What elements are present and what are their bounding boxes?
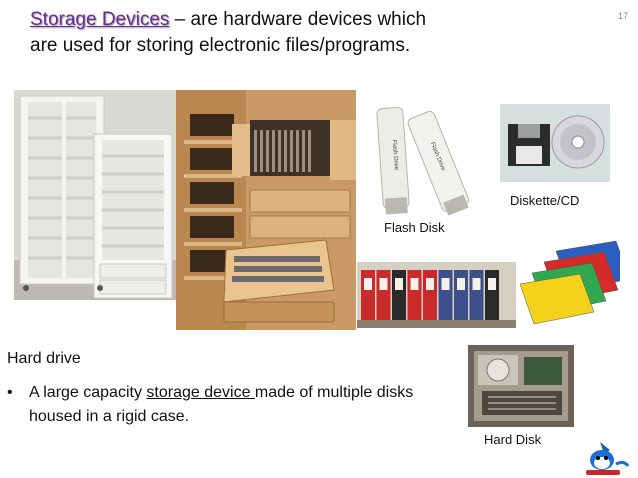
binder <box>361 270 375 320</box>
storage-device-link[interactable]: storage device <box>146 384 255 401</box>
caption-diskette-cd: Diskette/CD <box>510 193 580 208</box>
binder <box>407 270 422 320</box>
title-term[interactable]: Storage Devices <box>30 9 170 30</box>
binder-label <box>472 278 481 290</box>
folder <box>519 273 595 325</box>
cd-rack-photo <box>14 90 176 300</box>
flash-label-left: Flash Drive <box>391 140 399 171</box>
binder <box>438 270 453 320</box>
binder <box>392 270 406 320</box>
binder <box>376 270 391 320</box>
binder <box>423 270 437 320</box>
caption-flash-disk: Flash Disk <box>384 220 445 235</box>
binder <box>485 270 499 320</box>
folders-photo <box>516 238 620 330</box>
binder-label <box>457 278 465 290</box>
bullet-text: A large capacity storage device made of … <box>29 381 457 429</box>
bullet-text-start: A large capacity <box>29 384 147 401</box>
bullet-mark: • <box>7 384 13 401</box>
binder-label <box>488 278 496 290</box>
title-rest: – are hardware devices which are used fo… <box>30 9 427 56</box>
binder <box>454 270 468 320</box>
flash-drive-photo: Flash Drive Flash Drive <box>372 100 482 216</box>
binder-label <box>395 278 403 290</box>
binder-label <box>426 278 434 290</box>
hard-disk-photo <box>468 345 574 427</box>
binders-photo <box>357 262 530 328</box>
diskette-cd-photo <box>500 104 610 182</box>
binder-label <box>364 278 372 290</box>
binder-label <box>379 278 388 290</box>
hard-drive-bullet: • A large capacity storage device made o… <box>7 381 457 429</box>
mascot-logo <box>580 440 632 476</box>
slide-number: 17 <box>617 11 628 21</box>
binder-label <box>410 278 419 290</box>
bullet-text-end: made of multiple disks housed in a rigid… <box>29 384 414 425</box>
binder <box>469 270 484 320</box>
binder-label <box>441 278 450 290</box>
slide-title: Storage Devices – are hardware devices w… <box>30 7 430 59</box>
caption-hard-disk: Hard Disk <box>484 432 542 447</box>
wood-cabinet-photo <box>176 90 356 330</box>
hard-drive-heading: Hard drive <box>7 350 81 367</box>
